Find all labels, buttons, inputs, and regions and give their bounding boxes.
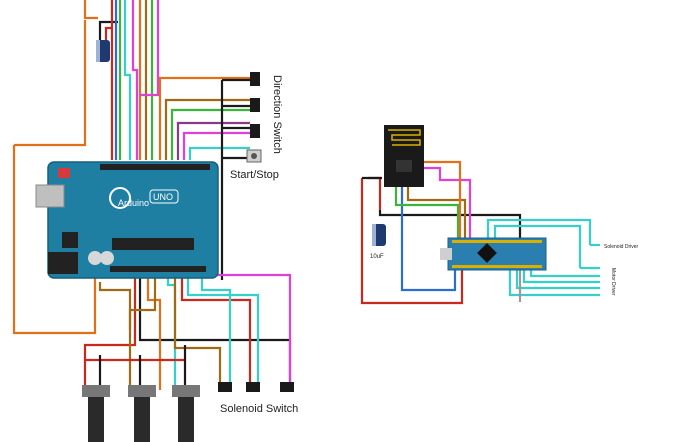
- capacitor-left: [96, 40, 110, 62]
- potentiometer-1: [82, 385, 110, 442]
- arduino-uno-board: Arduino UNO: [35, 161, 219, 279]
- solenoid-switches: [218, 382, 294, 392]
- potentiometer-3: [172, 385, 200, 442]
- radio-module: [384, 125, 424, 187]
- solenoid-switch-label: Solenoid Switch: [220, 403, 298, 415]
- potentiometer-2: [128, 385, 156, 442]
- uno-brand-label: Arduino: [118, 198, 149, 208]
- motor-driver-label: Motor Driver: [610, 268, 616, 296]
- capacitor-right: [372, 224, 386, 246]
- uno-model-label: UNO: [153, 192, 173, 202]
- start-stop-label: Start/Stop: [230, 169, 279, 181]
- arduino-nano-board: [440, 237, 547, 271]
- potentiometers: [82, 385, 200, 442]
- right-wires: [360, 160, 600, 305]
- solenoid-driver-label: Solenoid Driver: [604, 244, 639, 250]
- direction-switch-label: Direction Switch: [271, 75, 283, 154]
- capacitor-value-label: 10uF: [370, 254, 384, 260]
- direction-switches: [246, 72, 262, 163]
- left-wires: [12, 0, 292, 395]
